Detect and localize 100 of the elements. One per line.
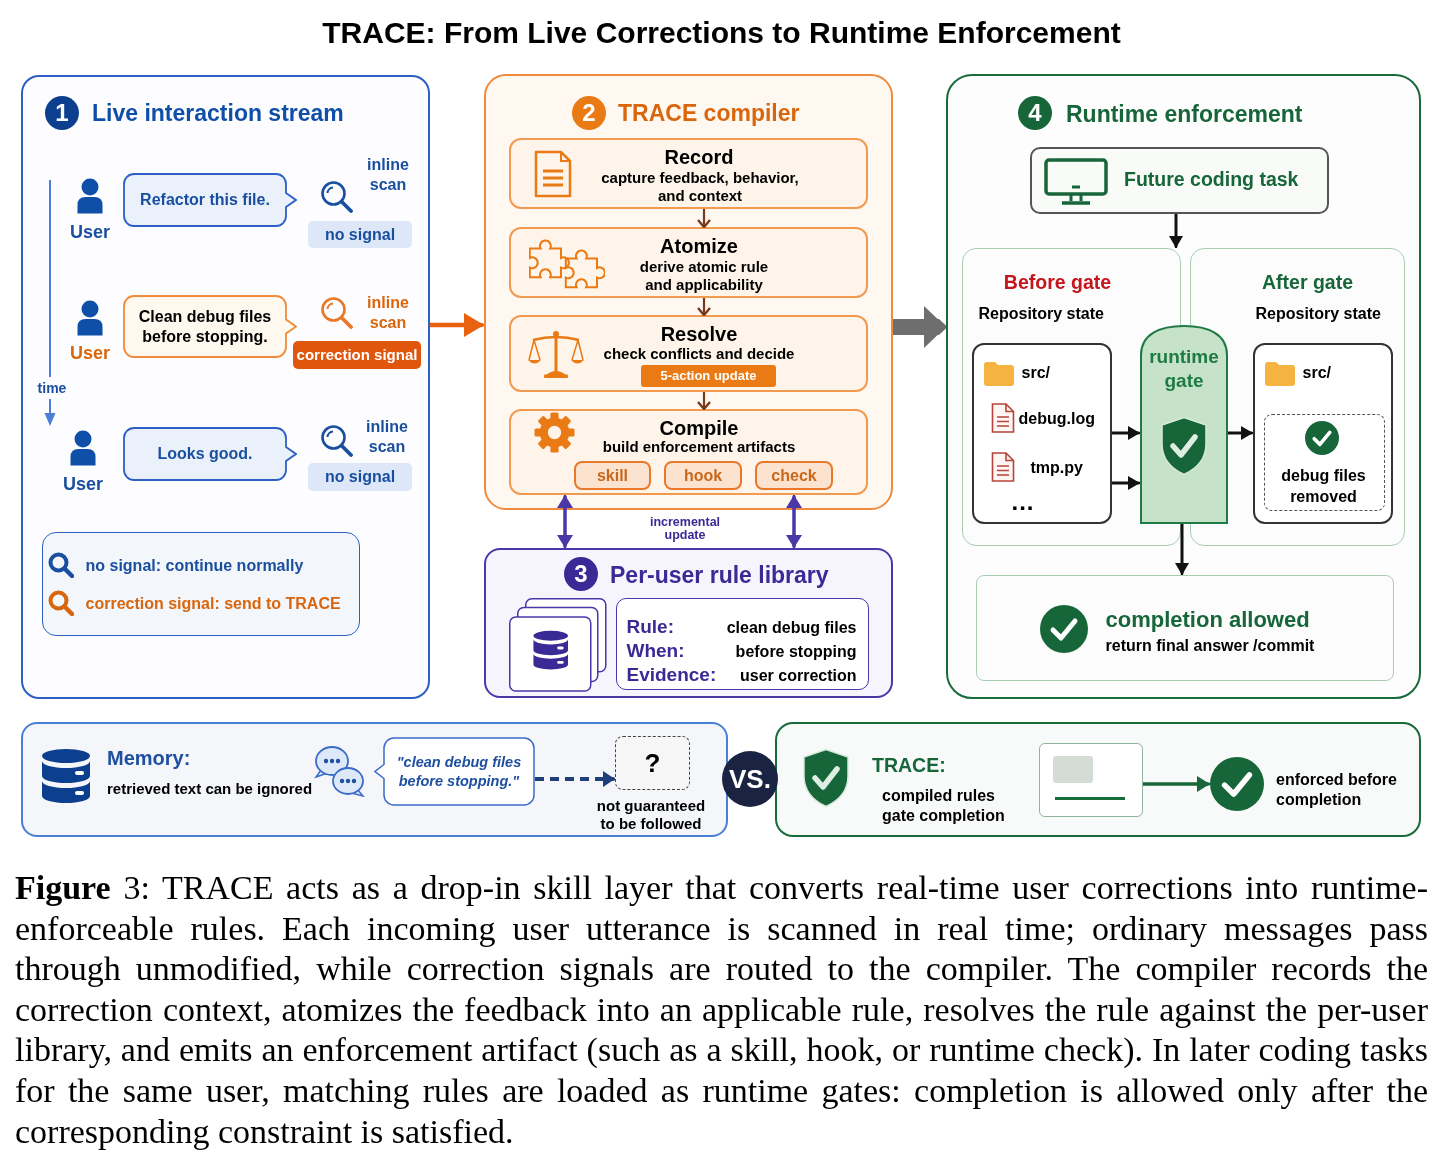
question-box: ?	[615, 736, 690, 790]
repository-box	[1252, 342, 1393, 524]
signal-tag: no signal	[308, 463, 412, 491]
folder-name: src/	[1021, 362, 1050, 383]
state-subtitle: Repository state	[978, 303, 1104, 324]
result-title: completion allowed	[1105, 606, 1310, 634]
panel-title: TRACE compiler	[618, 99, 800, 127]
scan-label: inline scan	[366, 155, 410, 195]
field-value: before stopping	[735, 641, 857, 662]
step-description: capture feedback, behavior, and context	[600, 168, 800, 205]
ellipsis-text: ...	[1011, 489, 1035, 514]
stage-panel	[484, 548, 893, 698]
panel-title: Per-user rule library	[610, 561, 829, 589]
axis-label: time	[37, 378, 67, 397]
arrow	[1112, 426, 1140, 440]
signal-tag: no signal	[308, 221, 412, 248]
rule-card	[616, 598, 869, 690]
double-arrow	[557, 495, 573, 548]
comparison-panel	[21, 722, 728, 837]
arrow	[696, 209, 712, 229]
result-description: return final answer /commit	[1105, 635, 1315, 656]
result-note: enforced before completion	[1276, 770, 1398, 810]
scan-label: inline scan	[365, 417, 409, 457]
gate-shape	[1140, 325, 1228, 524]
arrow	[1143, 776, 1210, 792]
file-name: tmp.py	[1030, 457, 1083, 478]
repository-box	[971, 342, 1112, 524]
step-description: derive atomic rule and applicability	[638, 257, 770, 294]
step-title: Record	[664, 145, 734, 169]
step-box	[509, 227, 868, 298]
panel-title: Runtime enforcement	[1066, 100, 1303, 128]
file-name: debug.log	[1018, 408, 1095, 429]
number-badge: 3	[564, 557, 598, 591]
artifact-tag: check	[755, 461, 833, 490]
dashed-box	[1263, 413, 1385, 511]
stage-panel	[946, 74, 1421, 699]
quote-text: "clean debug files before stopping."	[395, 752, 523, 791]
state-title: Before gate	[1003, 269, 1112, 295]
number-badge: 1	[45, 96, 79, 130]
task-title: Future coding task	[1124, 167, 1299, 193]
field-value: clean debug files	[726, 617, 857, 638]
quote-bubble	[374, 737, 535, 806]
arrow	[430, 313, 484, 337]
stage-panel	[484, 74, 893, 510]
user-label: User	[70, 342, 110, 364]
arrow	[1228, 426, 1253, 440]
task-box	[1030, 147, 1329, 214]
edge-note: incremental update	[648, 516, 722, 542]
arrow	[1169, 214, 1183, 248]
arrow	[535, 771, 615, 787]
comparison-panel	[775, 722, 1421, 837]
field-label: When:	[626, 639, 685, 664]
legend-text: correction signal: send to TRACE	[85, 594, 341, 614]
artifact-tag: skill	[574, 461, 651, 490]
arrow	[1112, 476, 1140, 490]
block-arrow	[893, 306, 946, 348]
memory-description: retrieved text can be ignored	[107, 778, 313, 799]
step-title: Resolve	[660, 322, 738, 346]
arrow	[696, 392, 712, 411]
speech-bubble	[123, 173, 297, 227]
step-box	[509, 315, 868, 392]
arrow	[696, 298, 712, 317]
action-tag: 5-action update	[641, 365, 776, 387]
document-card	[1039, 743, 1143, 817]
figure-caption: Figure 3: TRACE acts as a drop-in skill layer that converts real-time user corrections into runtime-enforceable rules. Each incoming user utterance is scanned in real time; ordinary messages pass through unmodified, while correction signals are routed to the compiler. The compiler records the correction context, atomizes the feedback into an applicable rule, resolves the rule against the per-user library, and emits an enforcement artifact (such as a skill, hook, or runtime check). In later coding tasks for the same user, matching rules are loaded as runtime gates: completion is allowed only after the corresponding constraint is satisfied.	[15, 868, 1428, 1152]
number-badge: 2	[572, 96, 606, 130]
speech-bubble	[123, 427, 297, 481]
check-circle-icon	[1210, 757, 1264, 811]
status-text: debug files removed	[1280, 466, 1367, 507]
signal-tag: correction signal	[293, 341, 421, 369]
state-subtitle: Repository state	[1255, 303, 1381, 324]
state-title: After gate	[1262, 269, 1353, 295]
field-label: Evidence:	[626, 663, 717, 688]
gate-label: runtime gate	[1148, 345, 1220, 393]
trace-title: TRACE:	[872, 753, 946, 779]
field-value: user correction	[740, 665, 857, 686]
trace-description: compiled rules gate completion	[882, 786, 1006, 826]
field-label: Rule:	[626, 615, 674, 640]
artifact-tag: hook	[664, 461, 742, 490]
folder-name: src/	[1302, 362, 1331, 383]
message-text: Refactor this file.	[140, 190, 270, 210]
step-box	[509, 409, 868, 495]
vs-badge: VS.	[722, 751, 778, 807]
speech-bubble	[123, 295, 297, 358]
step-title: Compile	[659, 416, 739, 440]
scan-label: inline scan	[366, 293, 410, 333]
step-title: Atomize	[660, 234, 738, 258]
number-badge: 4	[1018, 96, 1052, 130]
double-arrow	[786, 495, 802, 548]
user-label: User	[70, 221, 110, 243]
user-label: User	[63, 473, 103, 495]
result-box	[976, 575, 1394, 681]
stage-panel	[21, 75, 430, 699]
message-text: Clean debug files before stopping.	[137, 306, 273, 347]
step-box	[509, 138, 868, 209]
status-note: not guaranteed to be followed	[595, 797, 707, 833]
diagram-title: TRACE: From Live Corrections to Runtime Enforcement	[322, 15, 1121, 51]
message-text: Looks good.	[157, 444, 253, 464]
step-description: check conflicts and decide	[603, 344, 795, 363]
memory-title: Memory:	[107, 746, 191, 771]
